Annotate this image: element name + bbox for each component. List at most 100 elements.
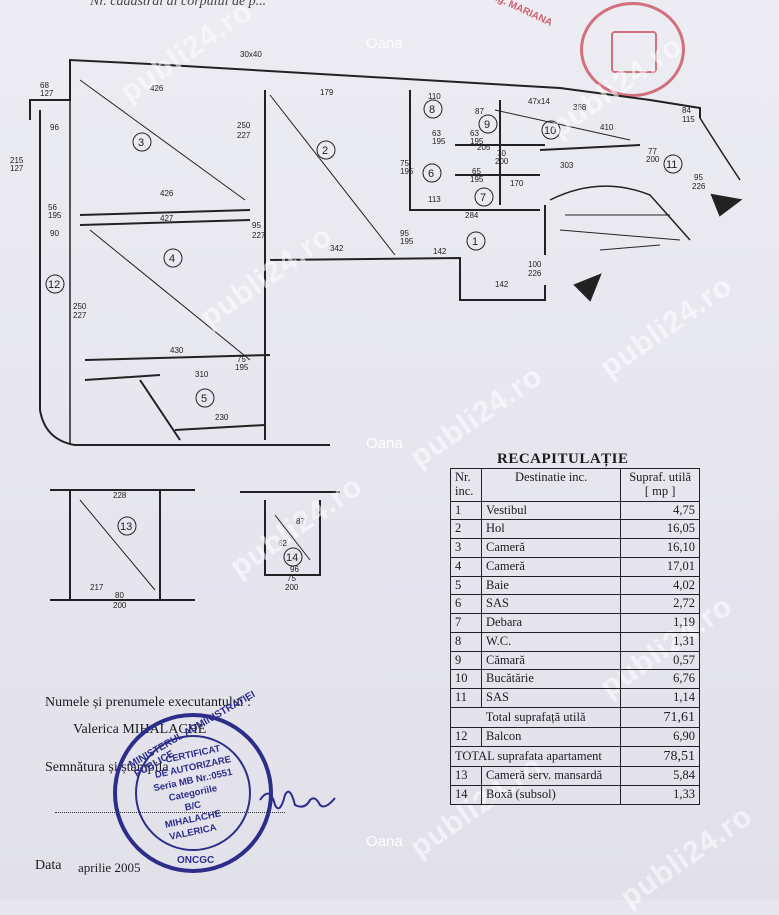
svg-text:113: 113 bbox=[428, 195, 441, 204]
svg-text:195: 195 bbox=[400, 167, 414, 176]
table-cell: Cameră bbox=[480, 538, 622, 558]
svg-text:215: 215 bbox=[10, 156, 24, 165]
svg-text:70: 70 bbox=[497, 149, 506, 158]
svg-text:195: 195 bbox=[400, 237, 414, 246]
svg-text:226: 226 bbox=[528, 269, 542, 278]
table-cell: 11 bbox=[450, 688, 482, 708]
table-cell: 8 bbox=[450, 631, 482, 652]
watermark-author: Oana bbox=[366, 833, 403, 850]
svg-text:426: 426 bbox=[150, 84, 164, 93]
svg-text:226: 226 bbox=[692, 182, 706, 191]
table-cell: Bucătărie bbox=[480, 669, 622, 689]
svg-text:63: 63 bbox=[470, 129, 479, 138]
svg-text:227: 227 bbox=[73, 311, 87, 320]
table-cell: 1,33 bbox=[620, 785, 700, 805]
svg-text:87: 87 bbox=[296, 517, 305, 526]
svg-text:127: 127 bbox=[10, 164, 24, 173]
recap-table: Nr. inc. Destinatie inc. Supraf. utilă [… bbox=[449, 468, 700, 805]
table-cell: 2 bbox=[450, 519, 482, 539]
table-cell: 4,02 bbox=[620, 575, 700, 596]
svg-text:200: 200 bbox=[113, 601, 127, 610]
room-9-label: 9 bbox=[484, 119, 490, 131]
table-cell: 6,76 bbox=[620, 669, 700, 689]
watermark-author: Oana bbox=[366, 435, 403, 452]
room-12-label: 12 bbox=[48, 279, 60, 291]
table-cell: 1 bbox=[450, 500, 482, 521]
table-cell: Cameră bbox=[480, 556, 622, 577]
table-cell: 6 bbox=[450, 594, 482, 614]
svg-text:195: 195 bbox=[235, 363, 249, 372]
header-dest: Destinatie inc. bbox=[480, 468, 622, 502]
room-11-label: 11 bbox=[666, 159, 677, 171]
room-4-label: 4 bbox=[169, 253, 175, 265]
svg-text:310: 310 bbox=[195, 370, 209, 379]
table-cell: 6,90 bbox=[620, 727, 700, 747]
svg-text:303: 303 bbox=[560, 161, 574, 170]
svg-text:87: 87 bbox=[475, 107, 484, 116]
room-3-label: 3 bbox=[138, 137, 144, 149]
svg-text:250: 250 bbox=[237, 121, 251, 130]
svg-text:80: 80 bbox=[115, 591, 124, 600]
table-cell: Cămară bbox=[480, 650, 622, 671]
table-cell: Cameră serv. mansardă bbox=[480, 766, 622, 787]
svg-text:200: 200 bbox=[495, 157, 509, 166]
svg-text:68: 68 bbox=[40, 81, 49, 90]
total-apt-value: 78,51 bbox=[620, 745, 700, 768]
svg-text:205: 205 bbox=[477, 143, 491, 152]
official-stamp: MINISTERUL ADMINISTRATIEI PUBLICE CERTIF… bbox=[113, 689, 273, 873]
room-8-label: 8 bbox=[429, 104, 435, 116]
svg-text:95: 95 bbox=[252, 221, 261, 230]
svg-text:217: 217 bbox=[90, 583, 104, 592]
table-cell: 0,57 bbox=[620, 650, 700, 671]
svg-text:142: 142 bbox=[433, 247, 447, 256]
svg-text:95: 95 bbox=[694, 173, 703, 182]
svg-text:56: 56 bbox=[48, 203, 57, 212]
svg-text:77: 77 bbox=[648, 147, 657, 156]
stamp-bottom-text: ONCGC bbox=[177, 855, 215, 866]
table-cell: 14 bbox=[450, 785, 482, 805]
header-cut-text: Nr. cadastral al corpului de p... bbox=[90, 0, 267, 9]
table-cell: 10 bbox=[450, 669, 482, 689]
svg-text:426: 426 bbox=[160, 189, 174, 198]
table-cell: 5,84 bbox=[620, 766, 700, 787]
table-cell: 4 bbox=[450, 556, 482, 577]
svg-text:195: 195 bbox=[432, 137, 446, 146]
date-value: aprilie 2005 bbox=[78, 860, 141, 875]
room-2-label: 2 bbox=[322, 145, 328, 157]
room-7-label: 7 bbox=[480, 192, 486, 204]
room-10-label: 10 bbox=[544, 125, 556, 137]
table-cell: 1,19 bbox=[620, 613, 700, 633]
svg-text:342: 342 bbox=[330, 244, 344, 253]
date-label: Data bbox=[35, 858, 62, 873]
svg-text:284: 284 bbox=[465, 211, 479, 220]
executant-label: Numele și prenumele executantului : bbox=[45, 695, 252, 710]
table-cell: 4,75 bbox=[620, 500, 700, 521]
svg-text:75: 75 bbox=[400, 159, 409, 168]
svg-text:84: 84 bbox=[682, 106, 691, 115]
svg-text:227: 227 bbox=[252, 231, 266, 240]
svg-text:195: 195 bbox=[470, 137, 484, 146]
svg-text:96: 96 bbox=[290, 565, 299, 574]
recap-title: RECAPITULAȚIE bbox=[497, 451, 629, 467]
svg-text:110: 110 bbox=[428, 92, 441, 101]
svg-text:95: 95 bbox=[400, 229, 409, 238]
svg-text:127: 127 bbox=[40, 89, 54, 98]
svg-text:63: 63 bbox=[432, 129, 441, 138]
svg-text:427: 427 bbox=[160, 214, 174, 223]
table-cell: SAS bbox=[480, 594, 622, 614]
table-cell: Balcon bbox=[480, 727, 622, 747]
svg-text:100: 100 bbox=[528, 260, 542, 269]
svg-text:200: 200 bbox=[285, 583, 299, 592]
table-cell: 16,05 bbox=[620, 519, 700, 539]
svg-text:179: 179 bbox=[320, 88, 334, 97]
room-1-label: 1 bbox=[472, 236, 478, 248]
